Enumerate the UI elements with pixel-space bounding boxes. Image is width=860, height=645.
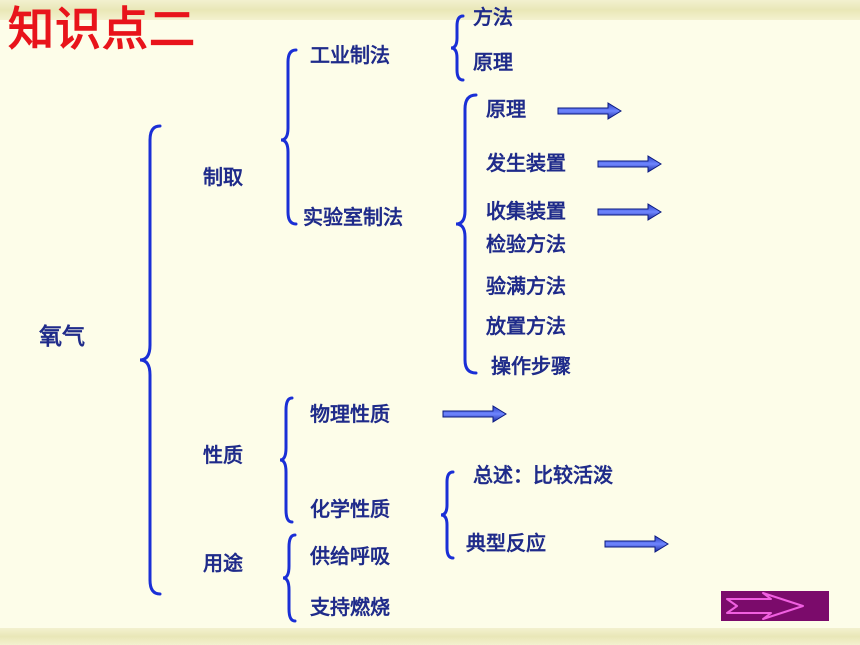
lab-item: 操作步骤 <box>491 354 571 378</box>
industrial-brace <box>450 14 465 82</box>
top-band <box>0 0 860 20</box>
next-arrow-icon <box>726 592 804 620</box>
lab-item: 原理 <box>486 97 526 121</box>
lab-item: 验满方法 <box>486 274 566 298</box>
chemical-summary: 总述：比较活泼 <box>473 463 613 487</box>
industrial-method: 工业制法 <box>310 43 390 67</box>
right-arrow-icon <box>604 535 669 553</box>
root-node-oxygen: 氧气 <box>39 324 85 350</box>
preparation-brace <box>280 48 298 226</box>
right-arrow-icon <box>597 155 662 173</box>
laboratory-method: 实验室制法 <box>303 205 403 229</box>
industrial-item: 原理 <box>473 50 513 74</box>
use-item: 供给呼吸 <box>310 544 390 568</box>
branch-preparation: 制取 <box>203 165 243 189</box>
laboratory-brace <box>455 93 478 375</box>
typical-reactions: 典型反应 <box>466 531 546 555</box>
use-item: 支持燃烧 <box>310 595 390 619</box>
lab-item: 检验方法 <box>486 232 566 256</box>
uses-brace <box>282 533 297 623</box>
bottom-band <box>0 628 860 645</box>
branch-uses: 用途 <box>203 551 243 575</box>
branch-properties: 性质 <box>203 443 243 467</box>
next-slide-button[interactable] <box>721 591 829 621</box>
slide-title: 知识点二 <box>8 2 196 56</box>
right-arrow-icon <box>557 102 622 120</box>
properties-brace <box>279 396 294 524</box>
lab-item: 发生装置 <box>486 151 566 175</box>
physical-properties: 物理性质 <box>310 402 390 426</box>
root-brace <box>139 124 162 596</box>
right-arrow-icon <box>597 203 662 221</box>
chemical-brace <box>440 470 455 560</box>
industrial-item: 方法 <box>473 5 513 29</box>
chemical-properties: 化学性质 <box>310 497 390 521</box>
lab-item: 放置方法 <box>486 314 566 338</box>
lab-item: 收集装置 <box>486 199 566 223</box>
right-arrow-icon <box>442 405 507 423</box>
